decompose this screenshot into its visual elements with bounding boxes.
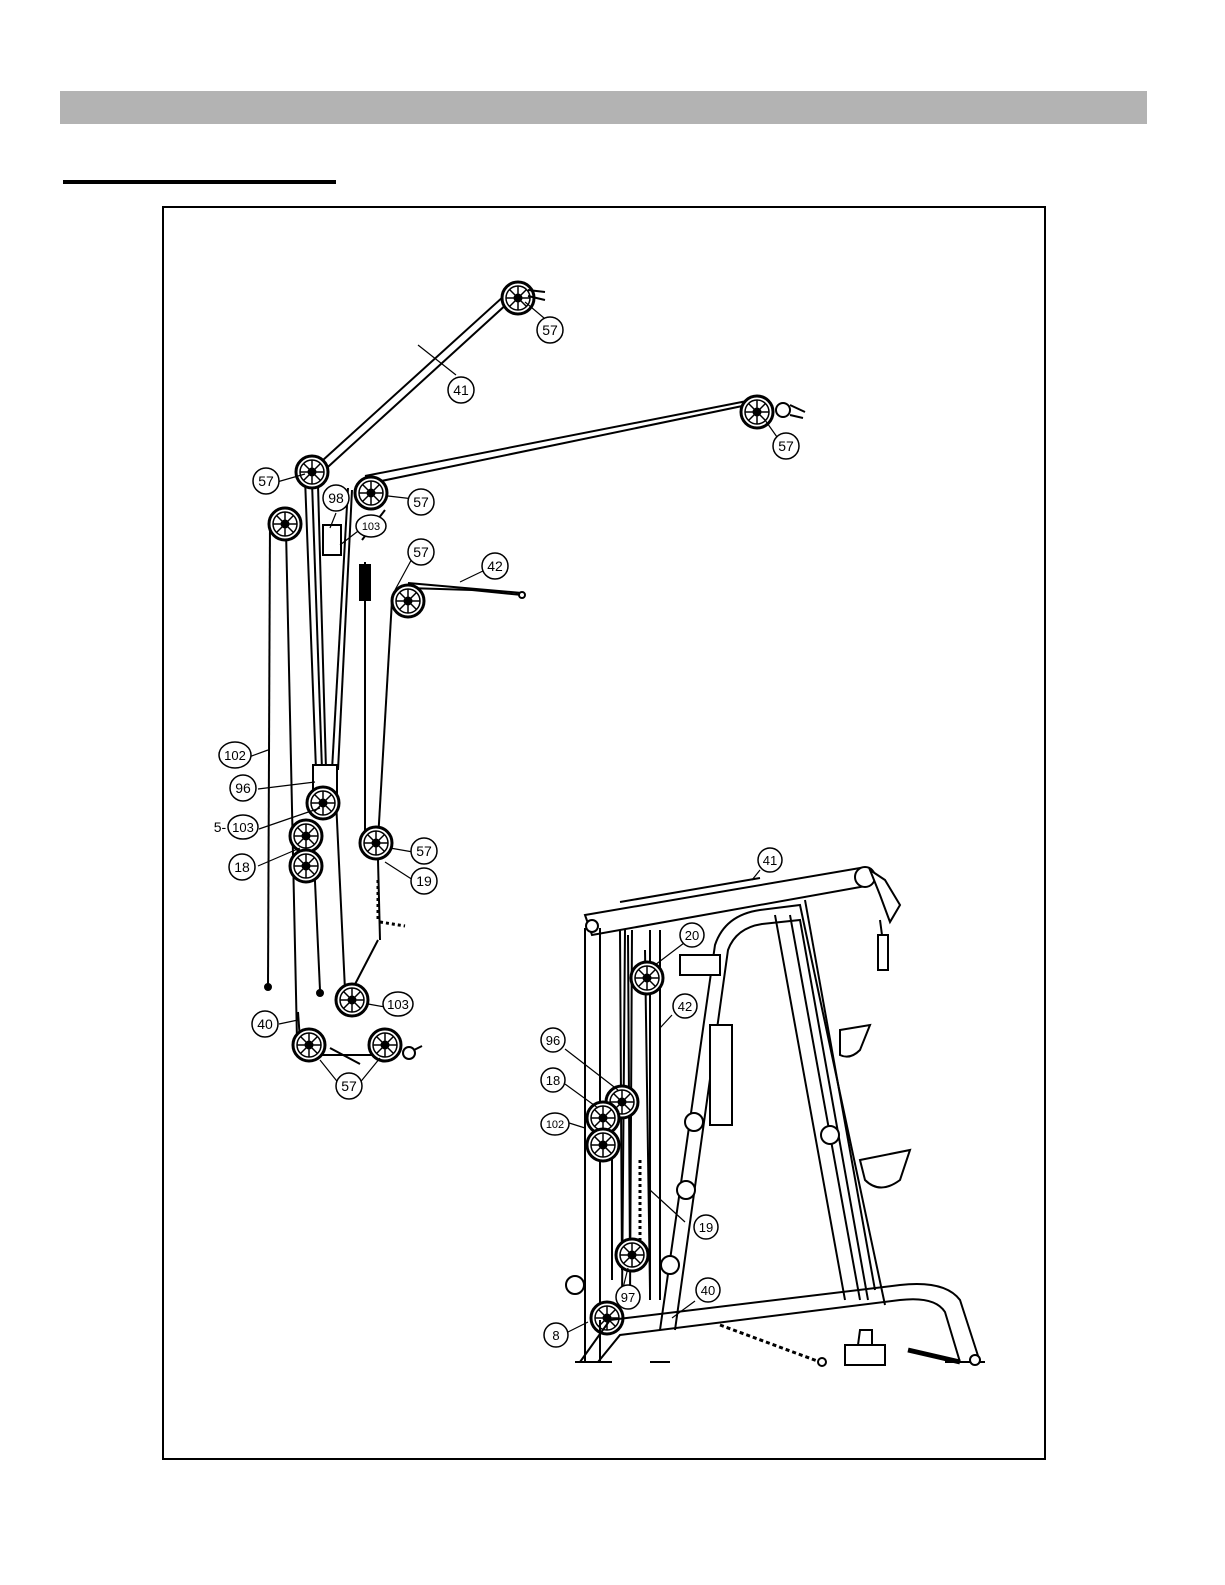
callout-label: 57 xyxy=(542,322,558,338)
callout-label: 57 xyxy=(413,544,429,560)
callout-42: 42 xyxy=(482,553,508,579)
callout-label: 41 xyxy=(763,853,777,868)
callout-96: 96 xyxy=(230,775,256,801)
callout-label: 57 xyxy=(258,473,274,489)
callout-label: 42 xyxy=(487,558,503,574)
callout-label: 57 xyxy=(341,1078,357,1094)
callout-20: 20 xyxy=(680,923,704,947)
callout-label: 18 xyxy=(546,1073,560,1088)
callout-19: 19 xyxy=(694,1215,718,1239)
callout-40: 40 xyxy=(252,1011,278,1037)
callout-label: 40 xyxy=(257,1016,273,1032)
callout-57: 57 xyxy=(408,539,434,565)
callout-57: 57 xyxy=(773,433,799,459)
callout-label: 96 xyxy=(235,780,251,796)
callout-102: 102 xyxy=(541,1113,569,1135)
callout-prefix: 5- xyxy=(214,819,227,835)
callout-103: 103 xyxy=(356,515,386,537)
callout-label: 102 xyxy=(224,748,246,763)
callout-103: 103 xyxy=(383,992,413,1016)
cable-routing-exploded-view xyxy=(265,282,805,1064)
callout-label: 97 xyxy=(621,1290,635,1305)
callout-label: 98 xyxy=(328,490,344,506)
callout-97: 97 xyxy=(616,1285,640,1309)
callout-label: 103 xyxy=(362,521,380,533)
callout-label: 42 xyxy=(678,999,692,1014)
callout-57: 57 xyxy=(336,1073,362,1099)
cable-41 xyxy=(312,286,515,470)
callout-102: 102 xyxy=(219,742,251,768)
callout-label: 103 xyxy=(232,820,254,835)
callout-18: 18 xyxy=(229,854,255,880)
cable-upper-right xyxy=(365,400,752,476)
callout-41: 41 xyxy=(758,848,782,872)
callout-label: 19 xyxy=(699,1220,713,1235)
callout-8: 8 xyxy=(544,1323,568,1347)
callout-label: 102 xyxy=(546,1119,564,1131)
callout-label: 8 xyxy=(552,1328,559,1343)
callout-label: 41 xyxy=(453,382,469,398)
callout-40: 40 xyxy=(696,1278,720,1302)
callout-label: 96 xyxy=(546,1033,560,1048)
callout-label: 19 xyxy=(416,873,432,889)
callout-label: 40 xyxy=(701,1283,715,1298)
callout-57: 57 xyxy=(411,838,437,864)
callout-19: 19 xyxy=(411,868,437,894)
callout-96: 96 xyxy=(541,1028,565,1052)
callout-label: 18 xyxy=(234,859,250,875)
callout-41: 41 xyxy=(448,377,474,403)
callout-57: 57 xyxy=(253,468,279,494)
callout-label: 20 xyxy=(685,928,699,943)
callout-label: 57 xyxy=(416,843,432,859)
callout-98: 98 xyxy=(323,485,349,511)
callout-57: 57 xyxy=(408,489,434,515)
callout-57: 57 xyxy=(537,317,563,343)
callout-42: 42 xyxy=(673,994,697,1018)
callout-103-qty: 5- 103 xyxy=(214,815,258,839)
callout-label: 57 xyxy=(778,438,794,454)
callout-label: 103 xyxy=(387,997,409,1012)
cable-102 xyxy=(268,522,270,985)
callout-18: 18 xyxy=(541,1068,565,1092)
callout-label: 57 xyxy=(413,494,429,510)
